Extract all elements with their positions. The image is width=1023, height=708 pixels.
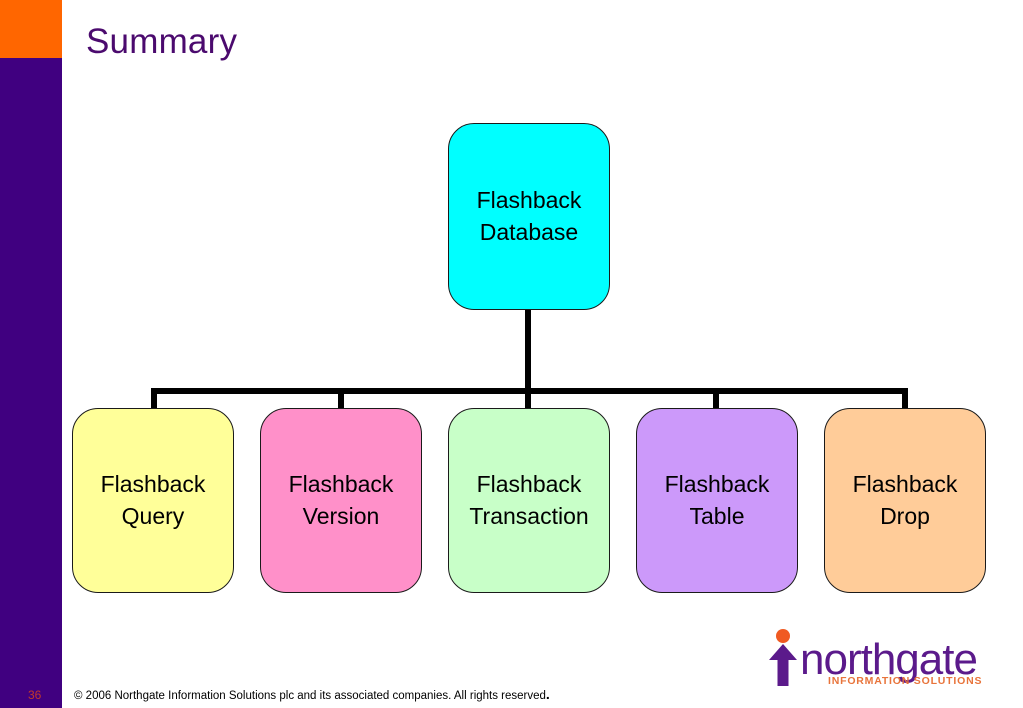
node-label-line2: Database: [479, 218, 579, 245]
connector-drop-flashback-version: [338, 388, 344, 410]
connector-drop-flashback-query: [151, 388, 157, 410]
connector-drop-flashback-drop: [902, 388, 908, 410]
connector-drop-flashback-transaction: [525, 388, 531, 410]
node-flashback-table[interactable]: Flashback Table: [636, 408, 798, 593]
node-label-line1: Flashback: [288, 471, 394, 498]
node-label: Flashback Table: [659, 469, 776, 532]
page-title: Summary: [86, 22, 238, 61]
node-label: Flashback Database: [471, 185, 588, 248]
node-label: Flashback Drop: [847, 469, 964, 532]
node-label: Flashback Version: [283, 469, 400, 532]
node-label-line1: Flashback: [852, 471, 958, 498]
node-label-line2: Query: [121, 502, 185, 529]
node-label-line2: Table: [689, 502, 745, 529]
sidebar-accent-purple: [0, 0, 62, 708]
sidebar-accent-orange: [0, 0, 62, 58]
connector-trunk-vertical: [525, 310, 531, 394]
copyright-period: .: [545, 686, 550, 702]
node-flashback-database[interactable]: Flashback Database: [448, 123, 610, 310]
svg-text:northgate: northgate: [800, 635, 977, 684]
node-label-line2: Transaction: [469, 502, 589, 529]
node-flashback-query[interactable]: Flashback Query: [72, 408, 234, 593]
node-label: Flashback Query: [95, 469, 212, 532]
node-flashback-transaction[interactable]: Flashback Transaction: [448, 408, 610, 593]
copyright-notice: © 2006 Northgate Information Solutions p…: [74, 686, 550, 702]
svg-text:INFORMATION SOLUTIONS: INFORMATION SOLUTIONS: [828, 675, 982, 687]
arrow-person-icon: [769, 629, 797, 686]
copyright-text: © 2006 Northgate Information Solutions p…: [74, 690, 546, 702]
node-label: Flashback Transaction: [463, 469, 594, 532]
node-label-line1: Flashback: [476, 471, 582, 498]
connector-drop-flashback-table: [713, 388, 719, 410]
node-label-line1: Flashback: [664, 471, 770, 498]
node-label-line1: Flashback: [100, 471, 206, 498]
node-label-line2: Version: [302, 502, 380, 529]
node-label-line1: Flashback: [476, 187, 582, 214]
node-flashback-drop[interactable]: Flashback Drop: [824, 408, 986, 593]
node-flashback-version[interactable]: Flashback Version: [260, 408, 422, 593]
node-label-line2: Drop: [880, 502, 930, 529]
northgate-logo: northgate INFORMATION SOLUTIONS: [766, 627, 1006, 689]
page-number: 36: [28, 688, 42, 702]
